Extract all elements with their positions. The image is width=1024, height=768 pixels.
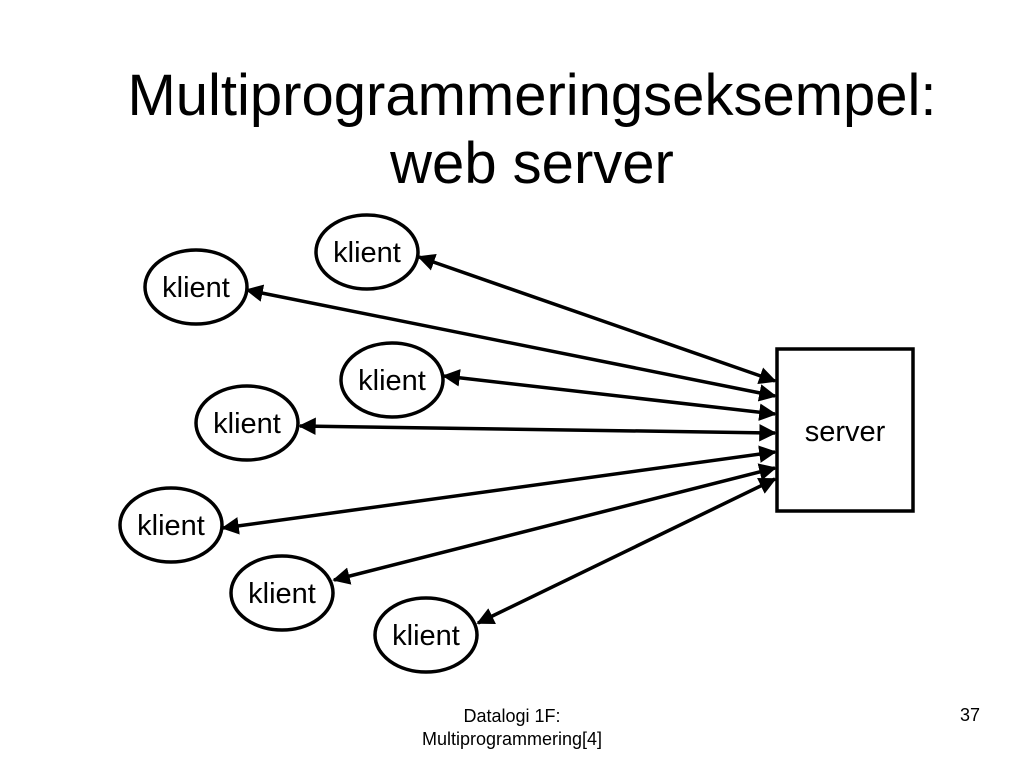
client-node-7: klient [373, 596, 479, 674]
client-ellipse [143, 248, 249, 326]
server-node: server [775, 347, 915, 513]
client-label: klient [162, 272, 230, 304]
slide-title-line1: Multiprogrammeringseksempel: [127, 63, 937, 128]
connection-arrow-6 [332, 463, 777, 585]
slide-title-line2: web server [390, 131, 674, 196]
client-ellipse [194, 384, 300, 462]
client-ellipse [339, 341, 445, 419]
footer-line1: Datalogi 1F: [463, 706, 561, 726]
server-label: server [805, 416, 886, 448]
connection-arrow-7 [476, 477, 777, 625]
connections [221, 253, 777, 625]
client-ellipse [373, 596, 479, 674]
client-node-4: klient [194, 384, 300, 462]
client-node-1: klient [314, 213, 420, 291]
client-label: klient [333, 237, 401, 269]
connection-arrow-2 [245, 284, 777, 402]
connection-arrow-1 [417, 253, 777, 385]
connection-arrow-3 [442, 369, 777, 421]
server-box [775, 347, 915, 513]
client-ellipse [118, 486, 224, 564]
client-node-3: klient [339, 341, 445, 419]
client-ellipse [229, 554, 335, 632]
client-label: klient [248, 578, 316, 610]
client-label: klient [213, 408, 281, 440]
client-node-5: klient [118, 486, 224, 564]
client-node-6: klient [229, 554, 335, 632]
slide-title: Multiprogrammeringseksempel: web server [40, 62, 1024, 198]
footer-line2: Multiprogrammering[4] [421, 729, 603, 749]
client-label: klient [137, 510, 205, 542]
client-ellipse [314, 213, 420, 291]
client-label: klient [392, 620, 460, 652]
slide-footer: Datalogi 1F: Multiprogrammering[4] [362, 705, 662, 751]
page-number: 37 [959, 705, 980, 725]
client-label: klient [358, 365, 426, 397]
client-node-2: klient [143, 248, 249, 326]
connection-arrow-4 [298, 417, 777, 442]
